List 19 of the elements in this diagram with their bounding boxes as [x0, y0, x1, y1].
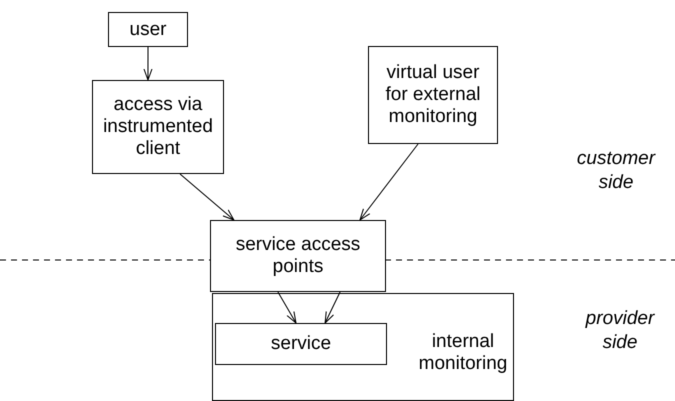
node-label: internal monitoring [418, 331, 508, 375]
arrow [143, 46, 152, 80]
side-label: provider side [584, 307, 656, 355]
node-label: service access points [234, 234, 362, 278]
arrow [277, 292, 296, 324]
process-box [108, 12, 188, 47]
process-box [215, 323, 387, 365]
monitoring-region [212, 293, 514, 401]
arrow [180, 174, 234, 220]
node-label: virtual user for external monitoring [384, 62, 482, 128]
side-label: customer side [576, 147, 657, 195]
node-label: service [270, 333, 332, 355]
node-label: access via instrumented client [102, 94, 214, 160]
process-box [368, 46, 498, 144]
node-label: user [128, 18, 168, 40]
arrow [359, 144, 419, 220]
arrow [324, 292, 341, 324]
process-box [210, 220, 386, 292]
process-box [92, 80, 224, 174]
